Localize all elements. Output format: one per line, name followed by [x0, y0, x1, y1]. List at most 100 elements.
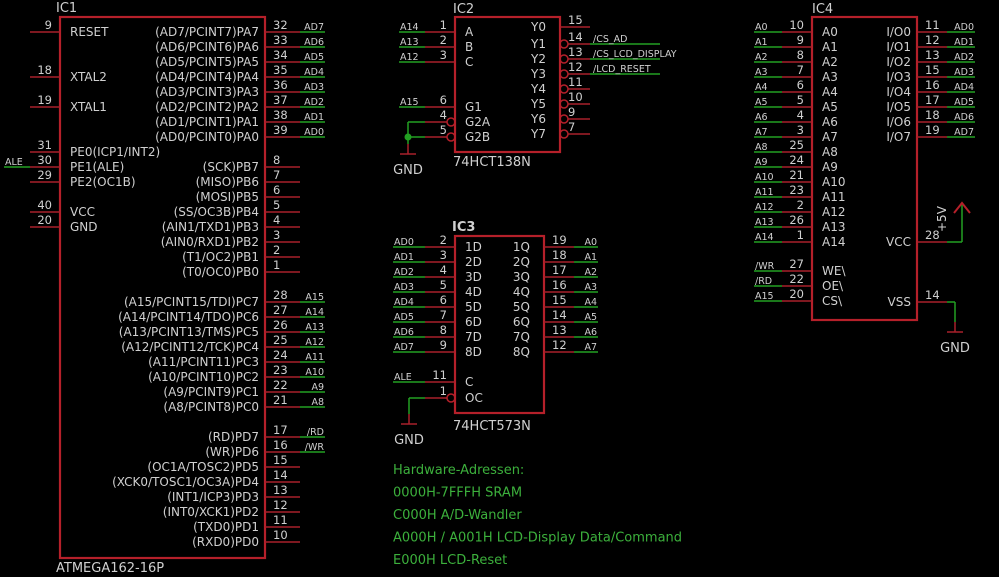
ic2-body: [453, 15, 562, 154]
ic1-pin-ain1-txd1-pb3: 4(AIN1/TXD1)PB3: [162, 213, 300, 234]
net-label: AD5: [304, 52, 324, 63]
net-label: A15: [400, 97, 419, 108]
ic4-body: [810, 15, 919, 322]
pin-number: 13: [273, 483, 288, 497]
pin-label: A0: [822, 25, 838, 39]
net-label: A6: [584, 327, 597, 338]
ic4-name: IC4: [812, 2, 833, 17]
ic1-name: IC1: [56, 1, 77, 16]
pin-label: (AD4/PCINT4)PA4: [155, 70, 259, 84]
pin-number: 1: [440, 18, 447, 32]
pin-number: 12: [273, 498, 288, 512]
pin-label: XTAL1: [70, 100, 107, 114]
pin-number: 7: [568, 120, 575, 134]
pin-number: 12: [552, 338, 567, 352]
pin-number: 34: [273, 48, 288, 62]
pin-label: (A12/PCINT12/TCK)PC4: [121, 340, 259, 354]
pin-number: 14: [925, 288, 940, 302]
pin-number: 4: [797, 108, 804, 122]
pin-label: Y2: [530, 52, 546, 66]
net-label: AD3: [304, 82, 324, 93]
net-label: A1: [584, 252, 597, 263]
inverter-bubble: [559, 114, 569, 124]
vcc-arrow: [953, 201, 971, 214]
net-label: /WR: [305, 442, 325, 453]
pin-label: XTAL2: [70, 70, 107, 84]
pin-number: 1: [797, 228, 804, 242]
pin-number: 33: [273, 33, 288, 47]
pin-number: 31: [37, 138, 52, 152]
pin-label: (INT1/ICP3)PD3: [167, 490, 259, 504]
pin-number: 12: [925, 33, 940, 47]
pin-label: WE\: [822, 264, 846, 278]
net-label: A13: [305, 322, 324, 333]
net-label: /CS_LCD_DISPLAY: [593, 49, 677, 60]
net-label: AD0: [394, 237, 414, 248]
net-label: AD1: [954, 37, 974, 48]
pin-number: 9: [797, 33, 804, 47]
pin-label: (AD2/PCINT2)PA2: [155, 100, 259, 114]
net-label: A12: [400, 52, 419, 63]
net-label: AD7: [954, 127, 974, 138]
address-note: 0000H-7FFFH SRAM: [393, 486, 522, 501]
pin-label: A11: [822, 190, 845, 204]
net-label: A8: [311, 397, 324, 408]
pin-number: 12: [568, 60, 583, 74]
net-label: ALE: [5, 157, 23, 168]
pin-label: A14: [822, 235, 845, 249]
pin-number: 14: [273, 468, 288, 482]
pin-number: 13: [552, 323, 567, 337]
pin-number: 27: [273, 303, 288, 317]
pin-number: 7: [797, 63, 804, 77]
pin-number: 18: [37, 63, 52, 77]
ic1-pin-int1-icp3-pd3: 13 (INT1/ICP3)PD3: [167, 483, 300, 504]
pin-label: (AD5/PCINT5)PA5: [155, 55, 259, 69]
pin-label: A10: [822, 175, 845, 189]
pin-label: B: [465, 40, 473, 54]
pin-number: 18: [925, 108, 940, 122]
net-label: /RD: [755, 276, 772, 287]
pin-label: Y4: [530, 82, 546, 96]
net-label: A14: [755, 232, 774, 243]
ic1-pin-oc1a-tosc2-pd5: 15(OC1A/TOSC2)PD5: [147, 453, 300, 474]
ic3-part: 74HCT573N: [453, 419, 531, 434]
net-label: AD6: [954, 112, 974, 123]
pin-number: 4: [273, 213, 280, 227]
pin-label: (A9/PCINT9)PC1: [163, 385, 259, 399]
pin-number: 38: [273, 108, 288, 122]
pin-number: 20: [37, 213, 52, 227]
net-label: AD2: [394, 267, 414, 278]
net-label: AD7: [304, 22, 324, 33]
pin-number: 23: [273, 363, 288, 377]
pin-label: 4Q: [513, 285, 530, 299]
pin-label: 3Q: [513, 270, 530, 284]
pin-label: (A13/PCINT13/TMS)PC5: [119, 325, 259, 339]
pin-number: 16: [273, 438, 288, 452]
